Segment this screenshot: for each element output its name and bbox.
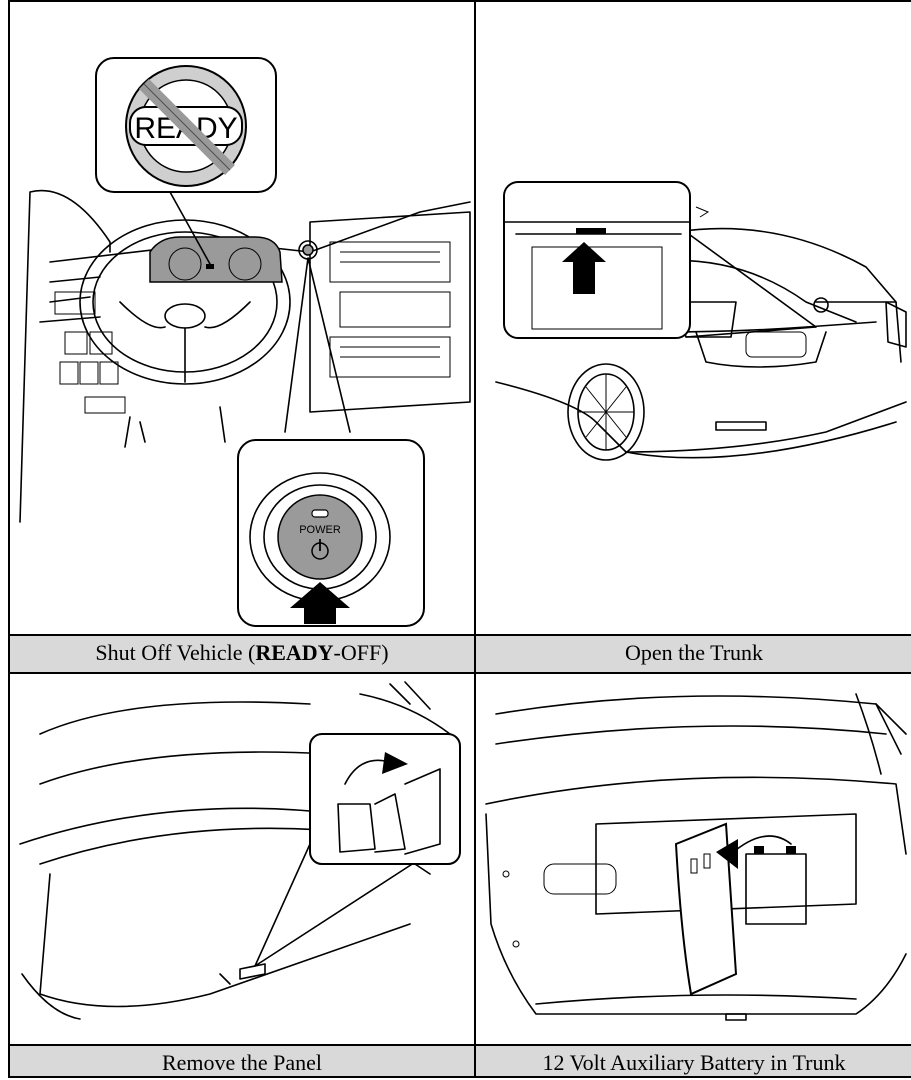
panel-auxiliary-battery [474, 672, 911, 1046]
panel-open-trunk [474, 0, 911, 636]
caption-remove-panel: Remove the Panel [8, 1044, 476, 1078]
caption-auxiliary-battery: 12 Volt Auxiliary Battery in Trunk [474, 1044, 911, 1078]
trunk-floor-illustration [10, 674, 476, 1046]
trunk-battery-illustration [476, 674, 911, 1046]
dashboard-illustration: READY POWER [10, 2, 476, 636]
instruction-grid: READY POWER Shut Off Vehicle (READY-OFF) [8, 0, 911, 1078]
panel-remove-panel [8, 672, 476, 1046]
car-rear-illustration [476, 2, 911, 636]
caption-shut-off-vehicle: Shut Off Vehicle (READY-OFF) [8, 634, 476, 674]
caption-open-trunk: Open the Trunk [474, 634, 911, 674]
panel-shut-off-vehicle: READY POWER [8, 0, 476, 636]
power-button-label: POWER [299, 524, 341, 536]
caption-ready-bold: READY [255, 640, 333, 665]
